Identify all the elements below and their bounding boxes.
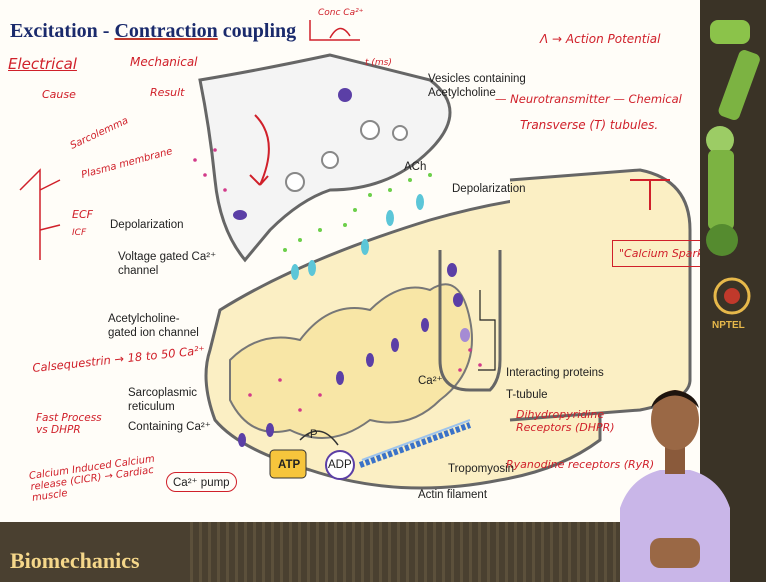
- label-ach-gated: Acetylcholine-gated ion channel: [108, 312, 208, 340]
- note-axis-x: t (ms): [365, 58, 392, 68]
- note-cause: Cause: [42, 88, 76, 101]
- label-depolarization-left: Depolarization: [110, 218, 184, 232]
- label-interacting: Interacting proteins: [506, 366, 604, 380]
- label-ach: ACh: [404, 160, 426, 174]
- note-mechanical: Mechanical: [130, 55, 198, 69]
- nptel-text: NPTEL: [712, 320, 745, 331]
- note-ecf: ECF: [72, 208, 93, 221]
- footer-bar: Biomechanics: [0, 522, 700, 582]
- note-action-potential: Λ → Action Potential: [540, 32, 661, 46]
- note-electrical: Electrical: [8, 55, 77, 73]
- note-result: Result: [150, 86, 184, 99]
- label-atp: ATP: [278, 458, 300, 472]
- label-depolarization-top: Depolarization: [452, 182, 526, 196]
- slide: Excitation - Contraction coupling: [0, 0, 700, 582]
- excitation-contraction-diagram: [0, 0, 700, 522]
- footer-title: Biomechanics: [10, 548, 140, 574]
- note-transverse: Transverse (T) tubules.: [520, 118, 658, 132]
- label-containing: Containing Ca²⁺: [128, 420, 211, 434]
- note-dhpr: Dihydropyridine Receptors (DHPR): [516, 408, 636, 434]
- robot-arm-icon: [700, 10, 766, 270]
- label-adp: ADP: [328, 458, 352, 472]
- speaker-video-overlay: [620, 378, 730, 582]
- label-t-tubule: T-tubule: [506, 388, 548, 402]
- nptel-logo-icon: [712, 276, 752, 316]
- note-icf: ICF: [72, 228, 86, 238]
- label-ca-pump: Ca²⁺ pump: [166, 472, 237, 492]
- label-vesicles: Vesicles containing Acetylcholine: [428, 72, 548, 100]
- label-actin: Actin filament: [418, 488, 487, 502]
- label-ca2-mid: Ca²⁺: [418, 374, 443, 388]
- label-p: -P: [306, 428, 318, 442]
- note-fast-process: Fast Process vs DHPR: [36, 412, 116, 436]
- label-tropomyosin: Tropomyosin: [448, 462, 514, 476]
- label-sr: Sarcoplasmic reticulum: [128, 386, 218, 414]
- note-calcium-spark: "Calcium Spark": [612, 240, 700, 267]
- note-axis-y: Conc Ca²⁺: [318, 8, 363, 18]
- label-voltage-gated: Voltage gated Ca²⁺ channel: [118, 250, 228, 278]
